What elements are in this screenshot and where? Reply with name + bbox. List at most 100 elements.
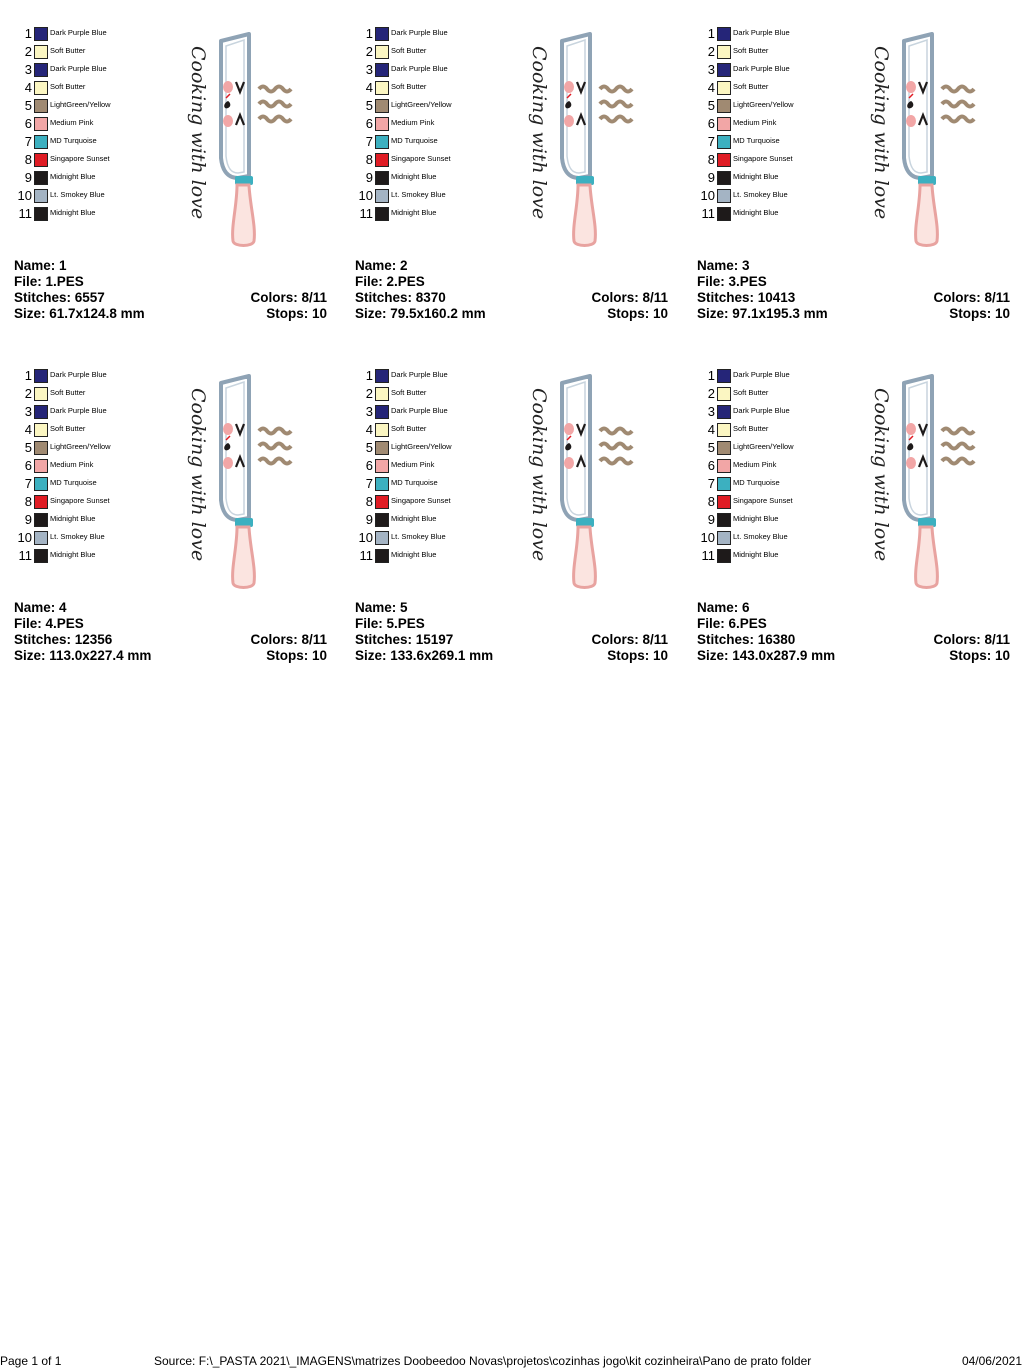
- knife-design-preview: Cooking with love: [187, 32, 293, 247]
- design-file: File: 4.PES: [14, 616, 84, 631]
- color-row: 6 Medium Pink: [355, 116, 505, 132]
- color-swatch: [375, 135, 389, 149]
- color-row: 1 Dark Purple Blue: [14, 26, 164, 42]
- color-row: 5 LightGreen/Yellow: [697, 440, 847, 456]
- color-row: 9 Midnight Blue: [14, 170, 164, 186]
- color-name: Dark Purple Blue: [391, 28, 448, 37]
- color-name: Midnight Blue: [50, 172, 96, 181]
- color-number: 10: [700, 530, 715, 545]
- color-number: 1: [365, 368, 373, 383]
- color-swatch: [717, 99, 731, 113]
- color-name: MD Turquoise: [733, 478, 780, 487]
- color-row: 11 Midnight Blue: [697, 206, 847, 222]
- color-name: Soft Butter: [733, 46, 769, 55]
- color-name: Singapore Sunset: [50, 496, 110, 505]
- color-swatch: [717, 45, 731, 59]
- color-name: Dark Purple Blue: [50, 406, 107, 415]
- color-swatch: [34, 531, 48, 545]
- color-number: 4: [365, 422, 373, 437]
- color-number: 3: [365, 62, 373, 77]
- knife-design-preview: Cooking with love: [528, 32, 634, 247]
- design-colors: Colors: 8/11: [591, 290, 668, 305]
- color-row: 2 Soft Butter: [355, 44, 505, 60]
- color-name: Medium Pink: [391, 460, 435, 469]
- color-swatch: [717, 495, 731, 509]
- design-colors: Colors: 8/11: [250, 632, 327, 647]
- design-colors: Colors: 8/11: [250, 290, 327, 305]
- color-name: Midnight Blue: [733, 208, 779, 217]
- design-name: Name: 3: [697, 258, 750, 273]
- color-name: Soft Butter: [391, 424, 427, 433]
- color-number: 11: [18, 548, 33, 563]
- color-name: Singapore Sunset: [733, 154, 793, 163]
- design-size: Size: 97.1x195.3 mm: [697, 306, 828, 321]
- design-stitches: Stitches: 6557: [14, 290, 105, 305]
- color-name: Dark Purple Blue: [391, 64, 448, 73]
- color-row: 3 Dark Purple Blue: [355, 62, 505, 78]
- color-swatch: [717, 423, 731, 437]
- knife-design-preview: Cooking with love: [870, 374, 976, 589]
- color-row: 9 Midnight Blue: [697, 512, 847, 528]
- color-swatch: [34, 387, 48, 401]
- color-name: Soft Butter: [50, 388, 86, 397]
- color-number: 4: [365, 80, 373, 95]
- color-row: 7 MD Turquoise: [697, 476, 847, 492]
- color-number: 5: [24, 440, 32, 455]
- color-swatch: [375, 207, 389, 221]
- color-row: 11 Midnight Blue: [697, 548, 847, 564]
- color-row: 1 Dark Purple Blue: [697, 368, 847, 384]
- color-row: 4 Soft Butter: [355, 80, 505, 96]
- color-swatch: [717, 27, 731, 41]
- color-name: Lt. Smokey Blue: [733, 532, 788, 541]
- color-number: 9: [24, 170, 32, 185]
- color-name: Lt. Smokey Blue: [50, 190, 105, 199]
- design-card-2: 1 Dark Purple Blue 2 Soft Butter 3 Dark …: [355, 26, 673, 346]
- color-number: 3: [24, 404, 32, 419]
- color-name: Soft Butter: [391, 388, 427, 397]
- color-swatch: [717, 171, 731, 185]
- color-row: 7 MD Turquoise: [14, 476, 164, 492]
- color-name: Soft Butter: [733, 388, 769, 397]
- color-swatch: [34, 459, 48, 473]
- color-number: 2: [365, 386, 373, 401]
- color-swatch: [375, 441, 389, 455]
- color-row: 11 Midnight Blue: [355, 206, 505, 222]
- color-swatch: [375, 369, 389, 383]
- color-swatch: [34, 495, 48, 509]
- color-swatch: [375, 405, 389, 419]
- color-swatch: [717, 477, 731, 491]
- color-number: 8: [24, 494, 32, 509]
- color-swatch: [34, 81, 48, 95]
- color-row: 3 Dark Purple Blue: [14, 62, 164, 78]
- color-swatch: [34, 423, 48, 437]
- color-number: 1: [24, 26, 32, 41]
- color-number: 7: [24, 134, 32, 149]
- design-file: File: 2.PES: [355, 274, 425, 289]
- color-name: LightGreen/Yellow: [391, 442, 452, 451]
- color-row: 8 Singapore Sunset: [355, 494, 505, 510]
- color-number: 11: [701, 206, 716, 221]
- color-name: Soft Butter: [391, 46, 427, 55]
- color-number: 3: [365, 404, 373, 419]
- color-name: Dark Purple Blue: [733, 370, 790, 379]
- design-preview: Cooking with love: [164, 26, 304, 251]
- color-swatch: [717, 369, 731, 383]
- color-number: 6: [365, 116, 373, 131]
- color-swatch: [375, 99, 389, 113]
- color-row: 11 Midnight Blue: [14, 206, 164, 222]
- color-swatch: [34, 153, 48, 167]
- cooking-with-love-text: Cooking with love: [187, 388, 209, 561]
- color-swatch: [34, 171, 48, 185]
- color-row: 8 Singapore Sunset: [697, 494, 847, 510]
- design-stops: Stops: 10: [607, 648, 668, 663]
- color-row: 10 Lt. Smokey Blue: [355, 188, 505, 204]
- color-swatch: [375, 189, 389, 203]
- color-swatch: [717, 441, 731, 455]
- color-name: LightGreen/Yellow: [50, 100, 111, 109]
- design-size: Size: 113.0x227.4 mm: [14, 648, 152, 663]
- color-row: 2 Soft Butter: [697, 386, 847, 402]
- color-name: Dark Purple Blue: [733, 28, 790, 37]
- design-stops: Stops: 10: [266, 306, 327, 321]
